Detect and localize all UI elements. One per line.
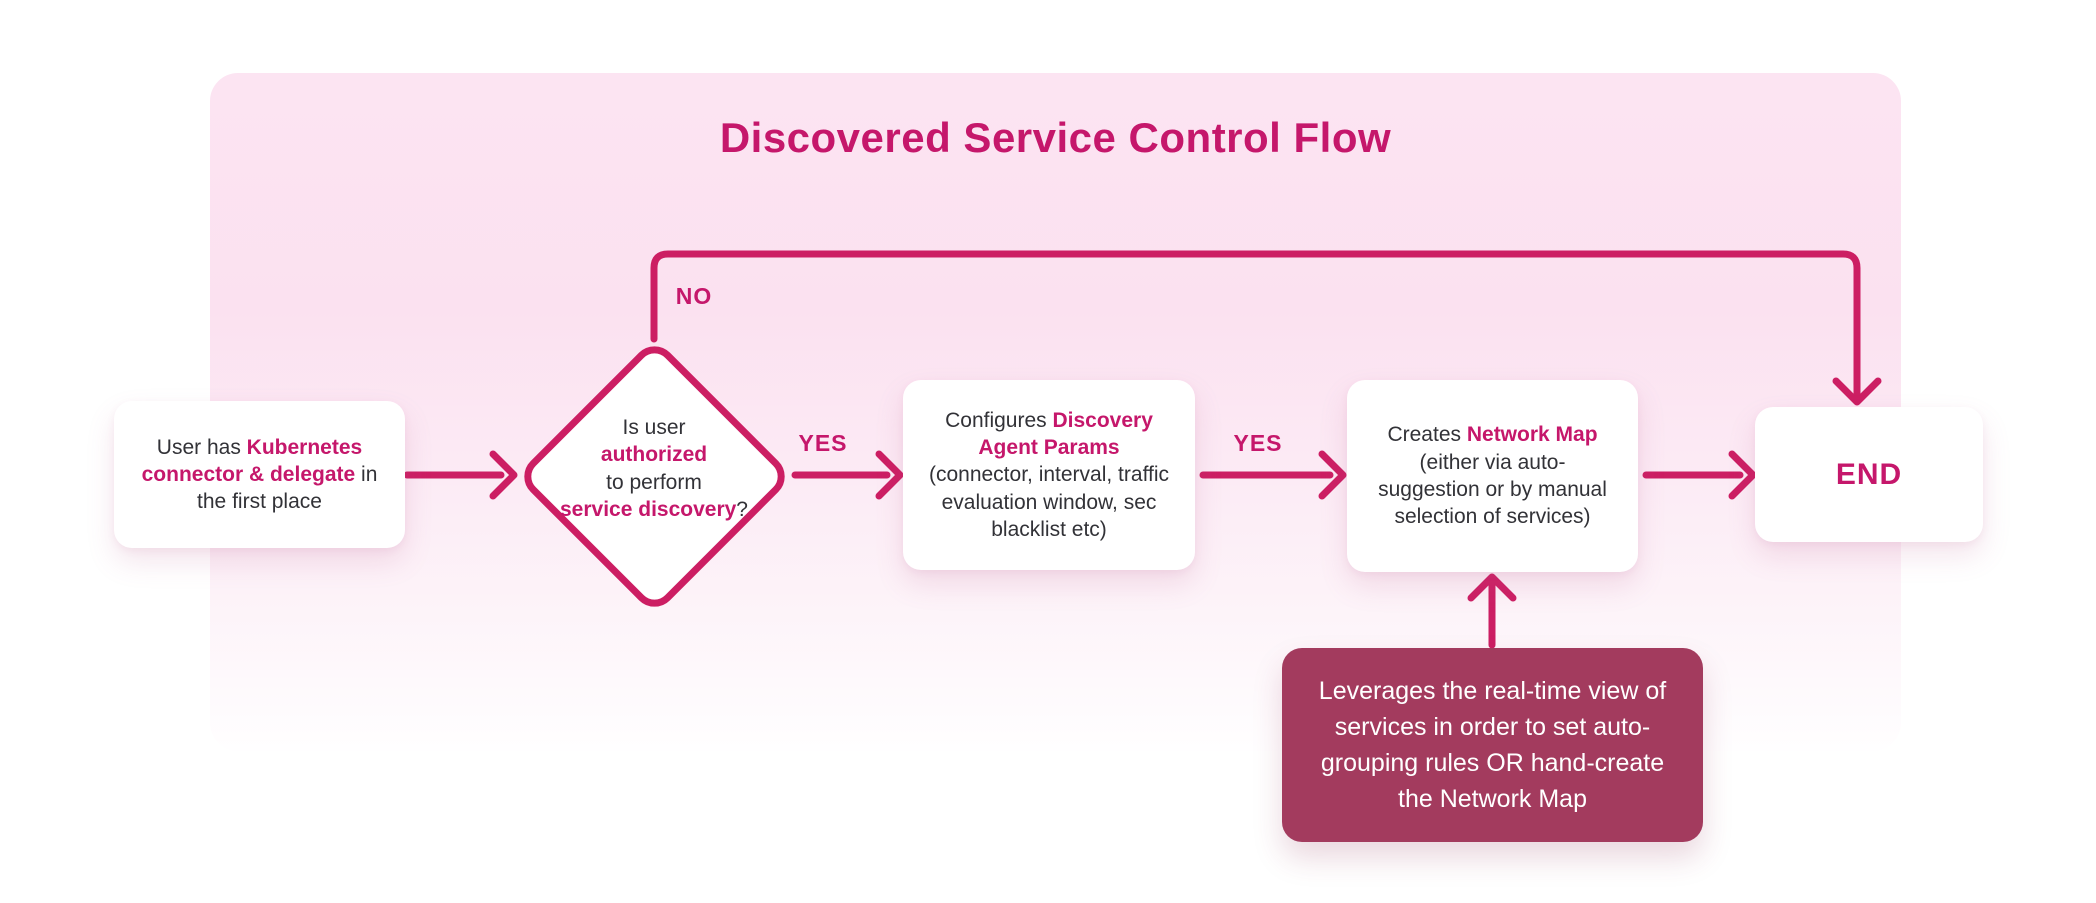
text-segment-emphasis: service discovery <box>560 497 737 521</box>
decision-line: Is user <box>622 416 686 439</box>
text-segment-emphasis: Network Map <box>1466 423 1598 447</box>
node-end: END <box>1755 407 1983 542</box>
node-creates-network-map: Creates Network Map (either via auto-sug… <box>1347 380 1638 572</box>
edge-label-yes-after-configure: YES <box>1233 430 1283 456</box>
text-segment: Creates <box>1387 423 1467 447</box>
node-creates-text: Creates Network Map (either via auto-sug… <box>1375 421 1610 530</box>
diagram-title: Discovered Service Control Flow <box>719 114 1392 161</box>
decision-line: to perform <box>606 470 702 494</box>
note-network-map-annotation: Leverages the real-time view of services… <box>1282 648 1703 842</box>
text-segment: ? <box>736 497 748 521</box>
node-user-has-connector-text: User has Kubernetes connector & delegate… <box>134 434 385 516</box>
node-configures-text: Configures Discovery Agent Params (conne… <box>927 407 1171 543</box>
note-text: Leverages the real-time view of services… <box>1318 677 1667 813</box>
decision-line: service discovery? <box>544 496 764 523</box>
text-segment-emphasis: Kubernetes connector & delegate <box>141 435 363 486</box>
text-segment: (either via auto-suggestion or by manual… <box>1378 450 1607 529</box>
node-configures-discovery-agent-params: Configures Discovery Agent Params (conne… <box>903 380 1195 570</box>
decision-line-emphasis: authorized <box>600 443 708 467</box>
text-segment: (connector, interval, traffic evaluation… <box>928 463 1170 541</box>
text-segment-emphasis: Discovery Agent Params <box>978 408 1153 460</box>
edge-label-no-branch: NO <box>675 283 713 309</box>
node-user-has-connector: User has Kubernetes connector & delegate… <box>114 401 405 548</box>
edge-label-yes-after-decision: YES <box>798 430 848 456</box>
end-label: END <box>1835 458 1903 491</box>
text-segment: Configures <box>945 408 1053 432</box>
decision-diamond-label: Is user authorized to perform service di… <box>544 414 764 523</box>
text-segment: in the first place <box>197 462 378 514</box>
text-segment: User has <box>156 435 247 459</box>
